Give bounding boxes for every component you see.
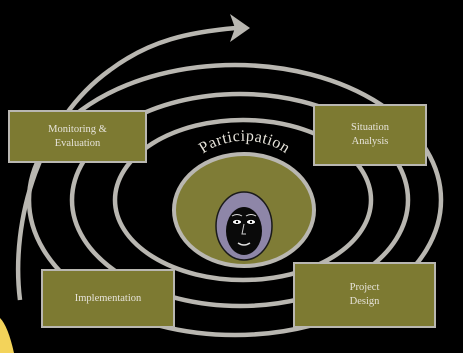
stage-implementation: Implementation [41, 269, 175, 328]
stage-label: Implementation [75, 292, 141, 306]
stage-monitoring-evaluation: Monitoring & Evaluation [8, 110, 147, 163]
stage-label: Situation Analysis [351, 121, 389, 149]
face-icon [216, 192, 272, 260]
stage-label: Project Design [350, 281, 380, 309]
stage-label: Monitoring & Evaluation [48, 123, 107, 151]
stage-project-design: Project Design [293, 262, 436, 328]
corner-highlight [0, 318, 14, 353]
stage-situation-analysis: Situation Analysis [313, 104, 427, 166]
